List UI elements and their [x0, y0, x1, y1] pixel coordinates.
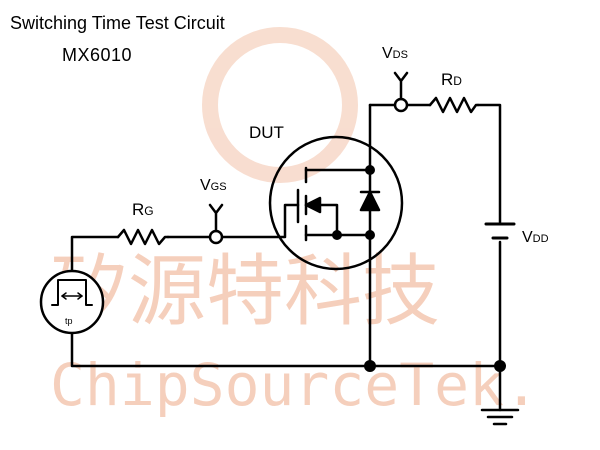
battery-vdd-icon — [484, 222, 516, 240]
watermark: 矽源特科技 ChipSourceTek. — [50, 27, 539, 419]
wire-rd-to-vdd — [476, 103, 502, 224]
wire-pulse-to-rg — [70, 235, 120, 274]
label-rg: RG — [132, 200, 154, 219]
watermark-english: ChipSourceTek. — [50, 351, 539, 419]
label-rd: RD — [441, 70, 462, 89]
diagram-title: Switching Time Test Circuit — [10, 13, 225, 33]
junction-dot — [365, 165, 375, 175]
junction-dot — [494, 360, 506, 372]
label-vdd: VDD — [522, 229, 549, 246]
label-tp: tp — [65, 316, 73, 326]
label-vds: VDS — [382, 45, 408, 62]
junction-dot — [364, 360, 376, 372]
junction-dots — [332, 165, 506, 372]
resistor-rd — [428, 96, 480, 114]
body-diode-icon — [359, 190, 381, 212]
vgs-probe-icon — [208, 203, 224, 245]
pulse-generator-icon — [39, 269, 105, 335]
vds-probe-icon — [393, 71, 409, 113]
resistor-rg — [116, 228, 170, 246]
watermark-chinese: 矽源特科技 — [50, 247, 440, 337]
junction-dot — [332, 230, 342, 240]
watermark-logo-icon — [202, 27, 358, 183]
junction-dot — [365, 230, 375, 240]
label-dut: DUT — [249, 123, 284, 142]
label-vgs: VGS — [200, 177, 227, 194]
wire-vgs-to-gate — [220, 203, 300, 239]
part-number: MX6010 — [62, 45, 133, 65]
wire-bottom-rail — [70, 331, 502, 368]
ground-icon — [480, 408, 520, 426]
mosfet-icon — [268, 135, 404, 271]
